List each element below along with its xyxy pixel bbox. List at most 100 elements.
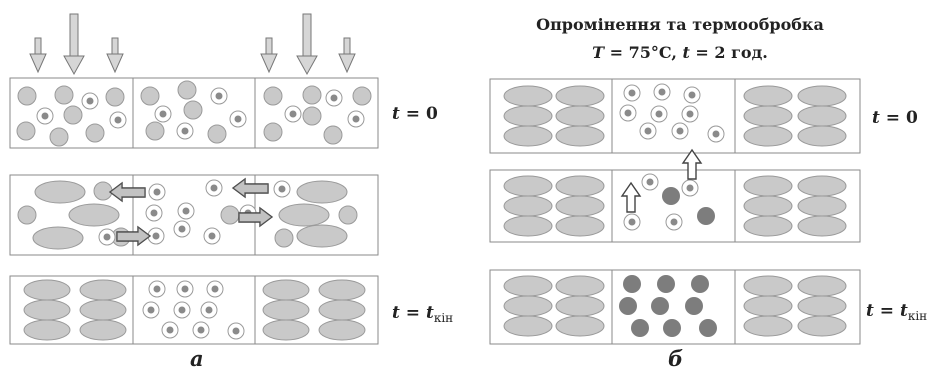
cluster <box>318 299 366 321</box>
cluster <box>555 195 605 217</box>
cluster <box>262 319 310 341</box>
cluster <box>23 299 71 321</box>
cluster <box>743 125 793 147</box>
cluster <box>555 295 605 317</box>
panel-letter-b: б <box>668 346 683 371</box>
particle <box>17 205 37 225</box>
cluster <box>797 295 847 317</box>
cluster <box>797 105 847 127</box>
up-arrow <box>620 181 642 213</box>
cluster <box>555 275 605 297</box>
left-arrow <box>231 177 269 199</box>
down-arrow <box>106 37 124 74</box>
cluster <box>797 195 847 217</box>
row-b2-frame <box>489 169 861 243</box>
cluster <box>743 275 793 297</box>
cluster <box>797 85 847 107</box>
cluster <box>797 125 847 147</box>
row-b1-frame <box>489 78 861 154</box>
row-b1 <box>489 78 861 154</box>
particle <box>93 181 113 201</box>
cluster <box>79 299 127 321</box>
cluster <box>555 315 605 337</box>
row-b3 <box>489 269 861 345</box>
cluster <box>318 279 366 301</box>
row-label-b-top: t = 0 <box>872 108 918 128</box>
particle <box>302 85 322 105</box>
cluster <box>503 295 553 317</box>
right-arrow <box>116 225 152 247</box>
particle <box>323 125 343 145</box>
cluster <box>743 175 793 197</box>
cluster <box>503 315 553 337</box>
particle <box>145 121 165 141</box>
row-a2-frame <box>9 174 379 256</box>
row-label-b-bottom: t = tкін <box>866 301 927 323</box>
cluster <box>278 203 330 227</box>
irradiation-arrows <box>29 13 356 76</box>
down-arrow <box>260 37 278 74</box>
down-arrow <box>63 13 85 76</box>
panel-letter-a: а <box>190 346 204 371</box>
panel-a: t = 0 t = tкін а <box>9 13 453 371</box>
particle <box>274 228 294 248</box>
cluster <box>32 226 84 250</box>
particle <box>177 80 197 100</box>
cluster <box>555 105 605 127</box>
down-arrow <box>296 13 318 76</box>
cluster <box>503 175 553 197</box>
row-label-a-top: t = 0 <box>392 104 438 124</box>
particle <box>263 122 283 142</box>
precipitate <box>697 207 715 225</box>
cluster <box>555 125 605 147</box>
precipitate <box>662 187 680 205</box>
cluster <box>503 275 553 297</box>
precipitate <box>651 297 669 315</box>
particle <box>183 100 203 120</box>
cluster <box>797 275 847 297</box>
particle <box>207 124 227 144</box>
row-a2 <box>9 174 379 256</box>
cluster <box>797 215 847 237</box>
precipitate <box>699 319 717 337</box>
row-a3-frame <box>9 275 379 345</box>
cluster <box>555 175 605 197</box>
precipitate <box>691 275 709 293</box>
cluster <box>34 180 86 204</box>
row-a1 <box>9 77 379 149</box>
cluster <box>23 279 71 301</box>
panel-b: Опромінення та термообробка T = 75°C, t … <box>489 15 927 371</box>
precipitate <box>623 275 641 293</box>
cluster <box>68 203 120 227</box>
cluster <box>555 215 605 237</box>
left-arrow <box>108 181 146 203</box>
cluster <box>503 195 553 217</box>
down-arrow <box>338 37 356 74</box>
cluster <box>262 299 310 321</box>
particle <box>49 127 69 147</box>
cluster <box>743 195 793 217</box>
precipitate <box>657 275 675 293</box>
cluster <box>503 105 553 127</box>
cluster <box>797 315 847 337</box>
row-b2 <box>489 148 861 243</box>
cluster <box>262 279 310 301</box>
cluster <box>503 85 553 107</box>
precipitate <box>631 319 649 337</box>
row-a1-frame <box>9 77 379 149</box>
particle <box>302 106 322 126</box>
particle <box>338 205 358 225</box>
cluster <box>296 180 348 204</box>
row-b3-frame <box>489 269 861 345</box>
title-line-2: T = 75°C, t = 2 год. <box>592 43 768 62</box>
precipitate <box>663 319 681 337</box>
cluster <box>797 175 847 197</box>
particle <box>63 105 83 125</box>
particle <box>17 86 37 106</box>
cluster <box>79 319 127 341</box>
particle <box>105 87 125 107</box>
particle <box>85 123 105 143</box>
particle <box>263 86 283 106</box>
cluster <box>79 279 127 301</box>
